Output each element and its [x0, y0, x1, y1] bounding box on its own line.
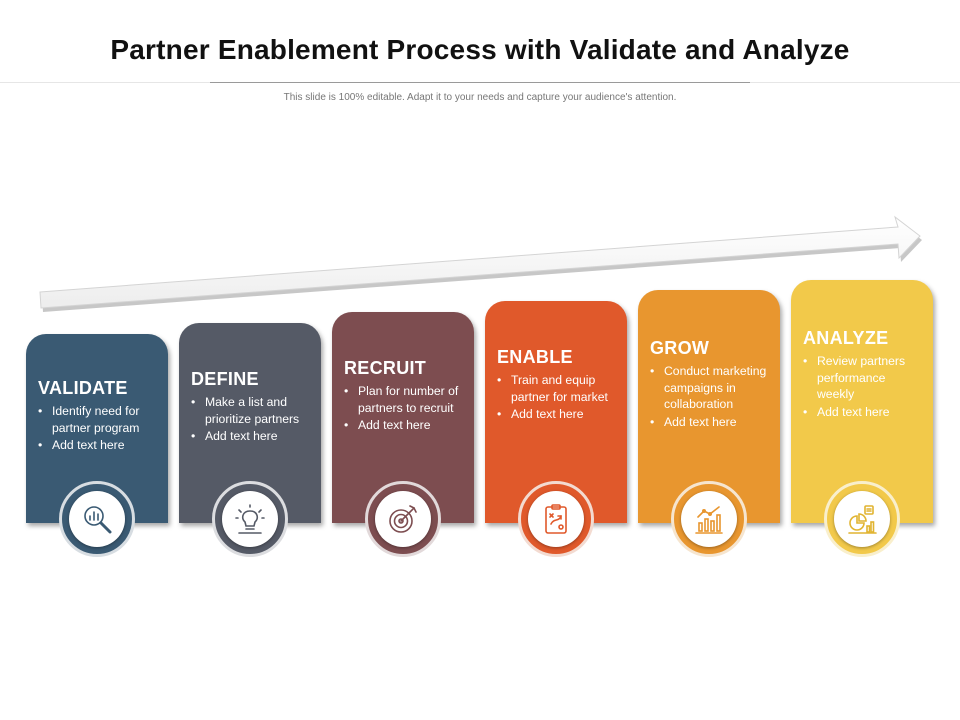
step-bullets: Train and equip partner for market Add t… — [497, 372, 617, 423]
growth-chart-icon — [681, 491, 737, 547]
page-title: Partner Enablement Process with Validate… — [110, 34, 850, 65]
magnifier-chart-icon — [69, 491, 125, 547]
target-icon — [375, 491, 431, 547]
step-icon-ring-enable — [518, 481, 594, 557]
title-underline — [210, 82, 750, 83]
step-bullet: Conduct marketing campaigns in collabora… — [650, 363, 770, 413]
step-bullet: Add text here — [497, 406, 617, 423]
step-bullet: Add text here — [344, 417, 464, 434]
step-bullet: Add text here — [650, 414, 770, 431]
step-bullets: Plan for number of partners to recruit A… — [344, 383, 464, 434]
lightbulb-icon — [222, 491, 278, 547]
step-icon-ring-validate — [59, 481, 135, 557]
step-title: RECRUIT — [344, 358, 427, 378]
step-icon-ring-grow — [671, 481, 747, 557]
step-bullet: Train and equip partner for market — [497, 372, 617, 405]
step-title: VALIDATE — [38, 378, 128, 398]
step-title: GROW — [650, 338, 710, 358]
step-card-define: DEFINE Make a list and prioritize partne… — [179, 323, 321, 523]
step-bullet: Plan for number of partners to recruit — [344, 383, 464, 416]
step-title: DEFINE — [191, 369, 259, 389]
step-bullet: Add text here — [38, 437, 158, 454]
step-bullets: Identify need for partner program Add te… — [38, 403, 158, 454]
step-icon-ring-define — [212, 481, 288, 557]
step-bullet: Review partners performance weekly — [803, 353, 923, 403]
page-subtitle: This slide is 100% editable. Adapt it to… — [283, 92, 677, 103]
step-bullet: Identify need for partner program — [38, 403, 158, 436]
step-bullet: Make a list and prioritize partners — [191, 394, 311, 427]
step-icon-ring-analyze — [824, 481, 900, 557]
step-title: ENABLE — [497, 347, 573, 367]
step-bullets: Conduct marketing campaigns in collabora… — [650, 363, 770, 430]
step-icon-ring-recruit — [365, 481, 441, 557]
step-title: ANALYZE — [803, 328, 889, 348]
step-bullets: Make a list and prioritize partners Add … — [191, 394, 311, 445]
step-bullet: Add text here — [803, 404, 923, 421]
step-bullet: Add text here — [191, 428, 311, 445]
analytics-icon — [834, 491, 890, 547]
step-bullets: Review partners performance weekly Add t… — [803, 353, 923, 420]
clipboard-strategy-icon — [528, 491, 584, 547]
